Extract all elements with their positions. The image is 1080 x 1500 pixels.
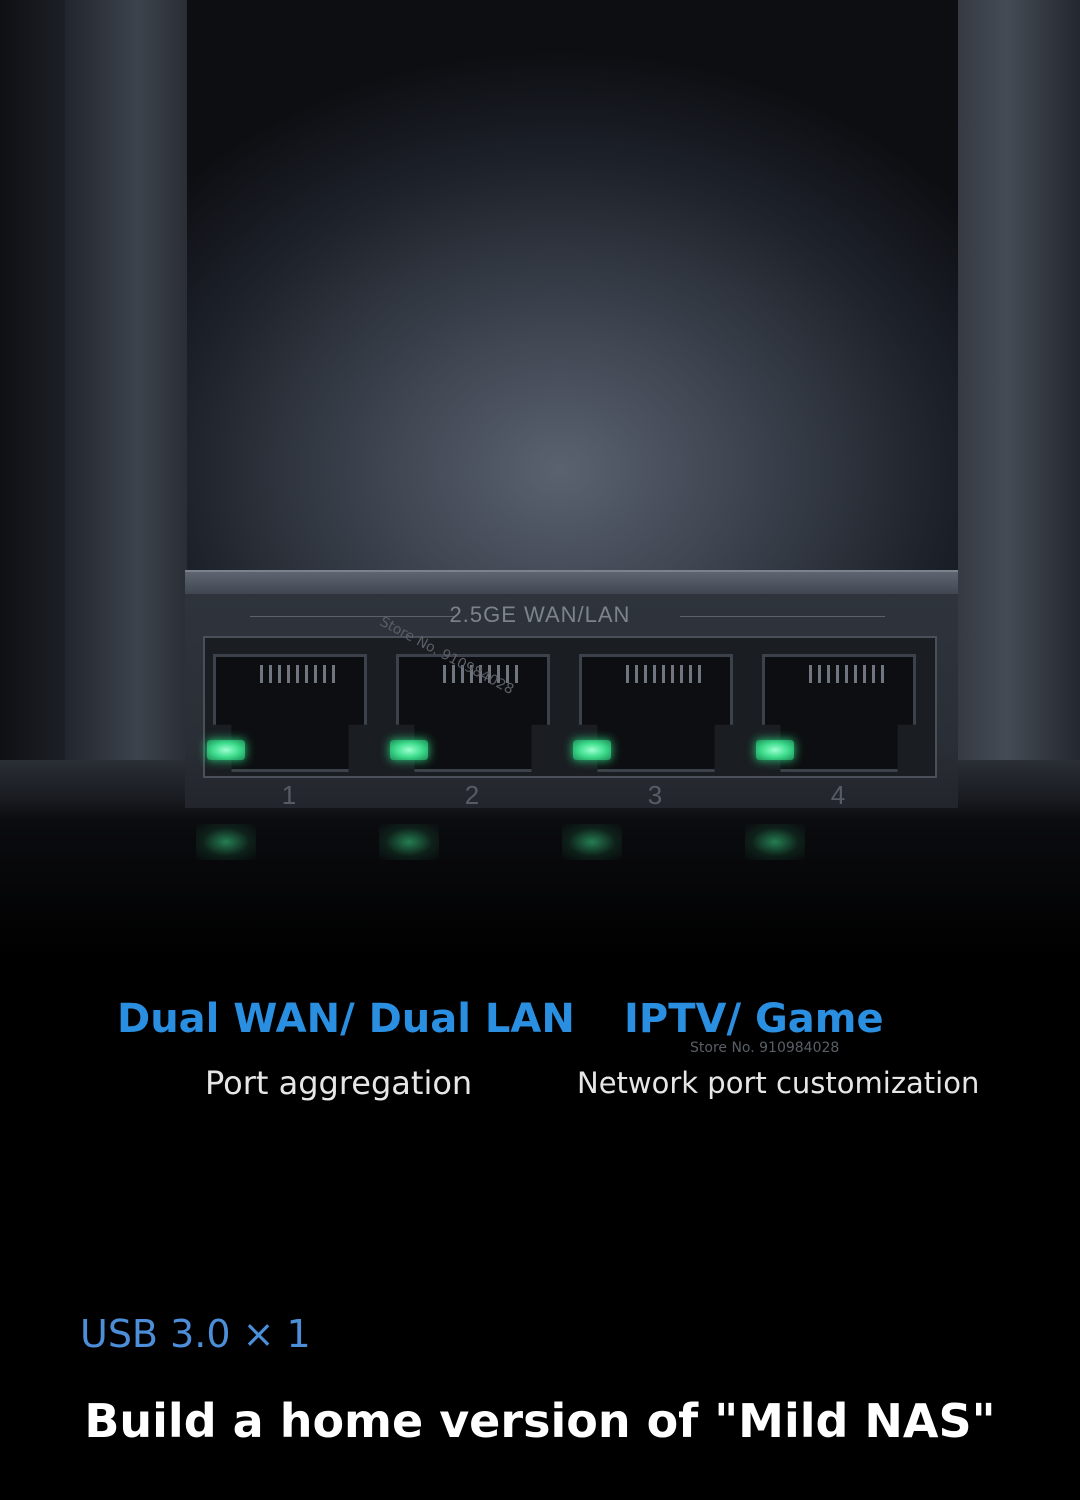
- port-number-1: 1: [281, 780, 297, 810]
- port-number-2: 2: [464, 780, 480, 810]
- link-led-icon: [390, 740, 428, 760]
- label-line-right: [680, 616, 885, 617]
- store-watermark: Store No. 910984028: [690, 1040, 840, 1056]
- feature-subtitle-port-aggregation: Port aggregation: [205, 1064, 473, 1102]
- led-reflection-4: [745, 824, 805, 860]
- router-leg-right: [958, 0, 1080, 770]
- headline: Build a home version of "Mild NAS": [84, 1394, 996, 1448]
- link-led-icon: [573, 740, 611, 760]
- ethernet-port-1: [205, 650, 369, 772]
- usb-spec-label: USB 3.0 × 1: [80, 1312, 311, 1356]
- label-line-left: [250, 616, 455, 617]
- link-led-icon: [756, 740, 794, 760]
- led-reflection-3: [562, 824, 622, 860]
- feature-subtitle-port-customization: Network port customization: [577, 1066, 980, 1100]
- ethernet-port-4: [754, 650, 918, 772]
- link-led-icon: [207, 740, 245, 760]
- ethernet-port-3: [571, 650, 735, 772]
- port-panel-label: 2.5GE WAN/LAN: [449, 602, 631, 627]
- led-reflection-2: [379, 824, 439, 860]
- feature-title-iptv-game: IPTV/ Game: [624, 996, 884, 1042]
- router-leg-left: [65, 0, 187, 770]
- port-panel-top: [185, 570, 958, 596]
- ethernet-port-2: [388, 650, 552, 772]
- feature-title-dual-wan: Dual WAN/ Dual LAN: [117, 996, 575, 1042]
- router-edge: [0, 0, 65, 770]
- led-reflection-1: [196, 824, 256, 860]
- port-number-4: 4: [830, 780, 846, 810]
- floor-reflection-area: [0, 820, 1080, 960]
- port-number-3: 3: [647, 780, 663, 810]
